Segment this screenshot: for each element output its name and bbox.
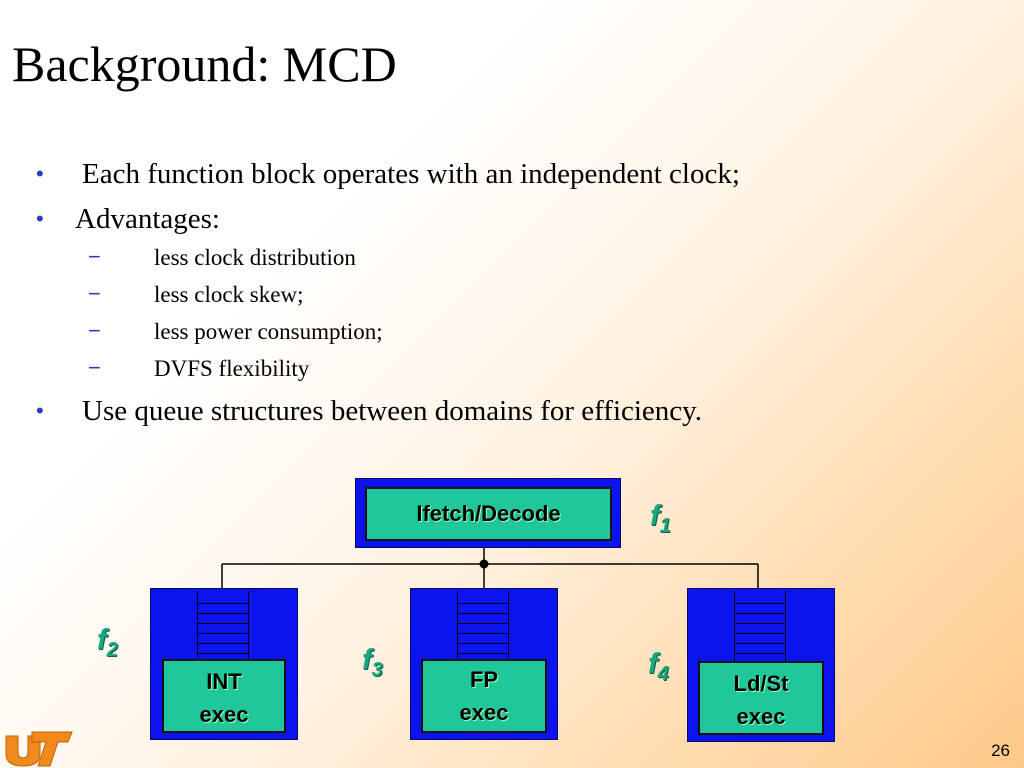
sub-bullet-marker: − — [88, 244, 101, 269]
sub-bullet-text: less power consumption; — [154, 319, 383, 344]
freq-label-f3: f3 — [362, 644, 383, 681]
int-queue — [197, 591, 249, 659]
sub-bullet-item: − less power consumption; — [88, 317, 383, 347]
fetch-decode-unit: Ifetch/Decode — [365, 487, 612, 541]
slide-title: Background: MCD — [12, 36, 397, 92]
bullet-item: • Use queue structures between domains f… — [36, 393, 702, 429]
bullet-marker: • — [36, 206, 44, 231]
sub-bullet-marker: − — [88, 281, 101, 306]
sub-bullet-item: − DVFS flexibility — [88, 354, 309, 384]
page-number: 26 — [991, 741, 1010, 760]
sub-bullet-marker: − — [88, 355, 101, 380]
sub-bullet-item: − less clock distribution — [88, 243, 356, 273]
junction-dot — [479, 559, 489, 569]
sub-bullet-text: less clock distribution — [154, 245, 356, 270]
fp-queue — [457, 591, 509, 659]
sub-bullet-text: less clock skew; — [154, 282, 304, 307]
bullet-list: • Each function block operates with an i… — [36, 156, 740, 429]
freq-label-f2: f2 — [97, 624, 118, 661]
bullet-item: • Each function block operates with an i… — [36, 156, 740, 192]
fetch-decode-domain: Ifetch/Decode — [355, 478, 621, 548]
freq-label-f1: f1 — [650, 500, 671, 537]
bullet-text: Each function block operates with an ind… — [82, 158, 740, 190]
bullet-marker: • — [36, 161, 44, 186]
bullet-text: Advantages: — [75, 203, 220, 235]
ldst-queue — [734, 591, 786, 661]
sub-bullet-item: − less clock skew; — [88, 280, 303, 310]
bullet-marker: • — [36, 398, 44, 423]
university-logo-icon — [5, 731, 73, 767]
sub-bullet-text: DVFS flexibility — [154, 356, 310, 381]
bullet-item: • Advantages: — [36, 201, 220, 237]
sub-bullet-marker: − — [88, 318, 101, 343]
bullet-text: Use queue structures between domains for… — [82, 395, 703, 427]
freq-label-f4: f4 — [648, 648, 669, 685]
